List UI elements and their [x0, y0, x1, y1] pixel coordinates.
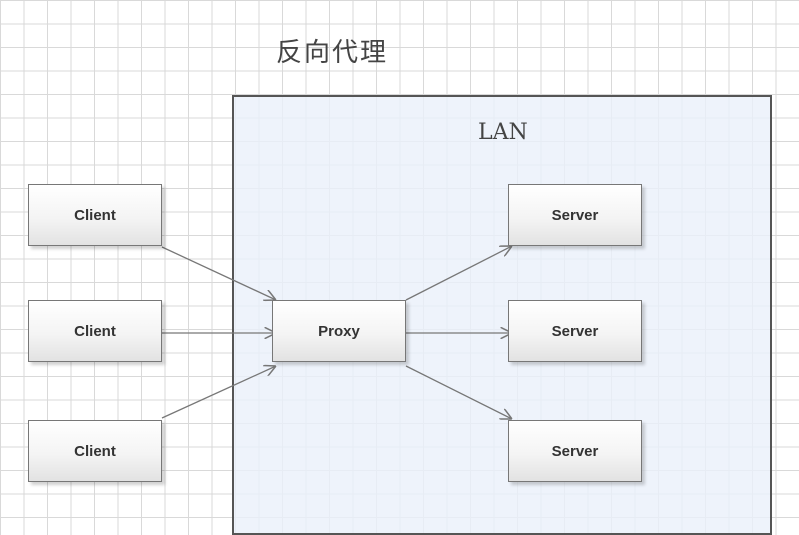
client-node-3: Client	[28, 420, 162, 482]
server-node-2: Server	[508, 300, 642, 362]
server-node-3: Server	[508, 420, 642, 482]
client-node-2: Client	[28, 300, 162, 362]
diagram-title: 反向代理	[276, 38, 389, 68]
edge-proxy-server3	[405, 365, 512, 419]
client-node-1: Client	[28, 184, 162, 246]
edge-client1-proxy	[161, 246, 276, 300]
edge-proxy-server1	[405, 246, 512, 301]
server-node-1: Server	[508, 184, 642, 246]
edge-client3-proxy	[161, 366, 276, 419]
connections	[161, 0, 799, 517]
lan-label: LAN	[478, 120, 528, 145]
proxy-node: Proxy	[272, 300, 406, 362]
